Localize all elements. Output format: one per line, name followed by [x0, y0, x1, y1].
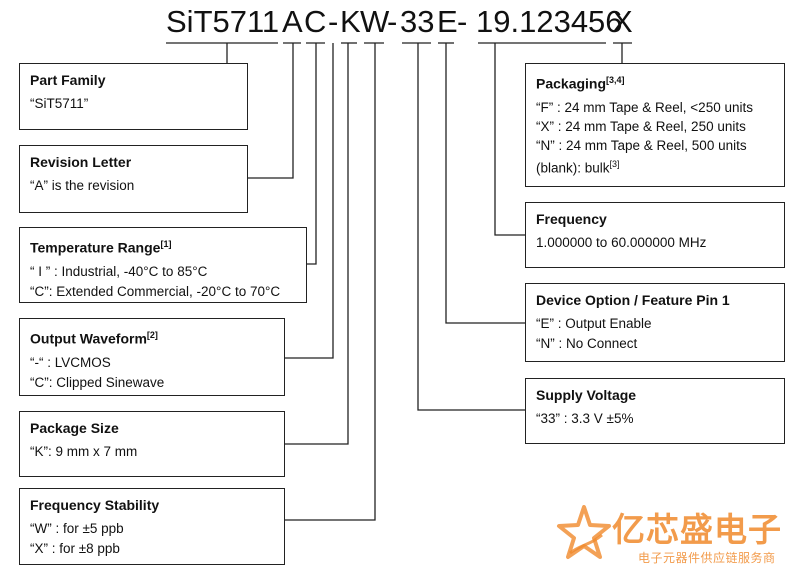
frequency-box: Frequency 1.000000 to 60.000000 MHz — [525, 202, 785, 268]
pn-revision: A — [282, 4, 303, 39]
pn-voltage: 33 — [400, 4, 435, 39]
temperature-range-line-1: “ I ” : Industrial, -40°C to 85°C — [30, 263, 208, 279]
output-waveform-line-1: “-“ : LVCMOS — [30, 354, 111, 370]
device-option-line-2: “N” : No Connect — [536, 336, 638, 351]
output-waveform-title: Output Waveform[2] — [30, 330, 158, 347]
packaging-line-blank: (blank): bulk[3] — [536, 158, 620, 176]
temperature-range-line-2: “C”: Extended Commercial, -20°C to 70°C — [30, 283, 281, 299]
pn-packaging: X — [612, 4, 633, 39]
pn-family: SiT5711 — [166, 4, 280, 39]
revision-letter-title: Revision Letter — [30, 154, 132, 170]
pn-package: K — [340, 4, 361, 39]
frequency-stability-line-1: “W” : for ±5 ppb — [30, 521, 124, 536]
temperature-range-box: Temperature Range[1] “ I ” : Industrial,… — [19, 227, 307, 303]
packaging-line-3: “N” : 24 mm Tape & Reel, 500 units — [536, 137, 747, 153]
pn-option: E — [437, 4, 458, 39]
frequency-line: 1.000000 to 60.000000 MHz — [536, 235, 707, 250]
star-logo-icon — [557, 505, 611, 559]
temperature-range-title: Temperature Range[1] — [30, 239, 172, 256]
leader-frequency — [494, 43, 525, 236]
leader-output-waveform — [285, 43, 334, 359]
part-family-box: Part Family “SiT5711” — [19, 63, 248, 130]
pn-stability: W — [360, 4, 390, 39]
leader-revision — [248, 43, 294, 179]
supply-voltage-box: Supply Voltage “33” : 3.3 V ±5% — [525, 378, 785, 444]
packaging-title: Packaging[3,4] — [536, 75, 625, 92]
supply-voltage-title: Supply Voltage — [536, 387, 637, 403]
output-waveform-line-2: “C”: Clipped Sinewave — [30, 374, 165, 390]
device-option-title: Device Option / Feature Pin 1 — [536, 292, 730, 308]
pn-dash-2: - — [387, 4, 398, 39]
package-size-box: Package Size “K”: 9 mm x 7 mm — [19, 411, 285, 477]
output-waveform-box: Output Waveform[2] “-“ : LVCMOS “C”: Cli… — [19, 318, 285, 396]
leader-package-size — [285, 43, 349, 445]
packaging-line-2: “X” : 24 mm Tape & Reel, 250 units — [536, 118, 746, 134]
frequency-stability-box: Frequency Stability “W” : for ±5 ppb “X”… — [19, 488, 285, 565]
leader-supply-voltage — [417, 43, 525, 411]
watermark: 亿芯盛电子 电子元器件供应链服务商 — [556, 503, 800, 570]
revision-letter-line: “A” is the revision — [30, 178, 135, 193]
leader-device-option — [445, 43, 525, 324]
leader-frequency-stability — [285, 43, 376, 521]
watermark-tagline: 电子元器件供应链服务商 — [638, 551, 776, 565]
frequency-stability-line-2: “X” : for ±8 ppb — [30, 541, 120, 556]
supply-voltage-line: “33” : 3.3 V ±5% — [536, 411, 634, 426]
frequency-stability-title: Frequency Stability — [30, 497, 160, 513]
package-size-title: Package Size — [30, 420, 119, 436]
package-size-line: “K”: 9 mm x 7 mm — [30, 444, 138, 459]
pn-dash-1: - — [328, 4, 339, 39]
leader-temperature — [307, 43, 317, 265]
part-family-line: “SiT5711” — [30, 96, 89, 111]
part-family-title: Part Family — [30, 72, 106, 88]
revision-letter-box: Revision Letter “A” is the revision — [19, 145, 248, 213]
packaging-line-1: “F” : 24 mm Tape & Reel, <250 units — [536, 99, 753, 115]
pn-frequency: 19.123456 — [476, 4, 623, 39]
device-option-box: Device Option / Feature Pin 1 “E” : Outp… — [525, 283, 785, 362]
pn-dash-3: - — [457, 4, 468, 39]
pn-temp: C — [304, 4, 327, 39]
watermark-name: 亿芯盛电子 — [612, 510, 782, 549]
device-option-line-1: “E” : Output Enable — [536, 316, 652, 331]
packaging-box: Packaging[3,4] “F” : 24 mm Tape & Reel, … — [525, 63, 785, 187]
frequency-title: Frequency — [536, 211, 607, 227]
